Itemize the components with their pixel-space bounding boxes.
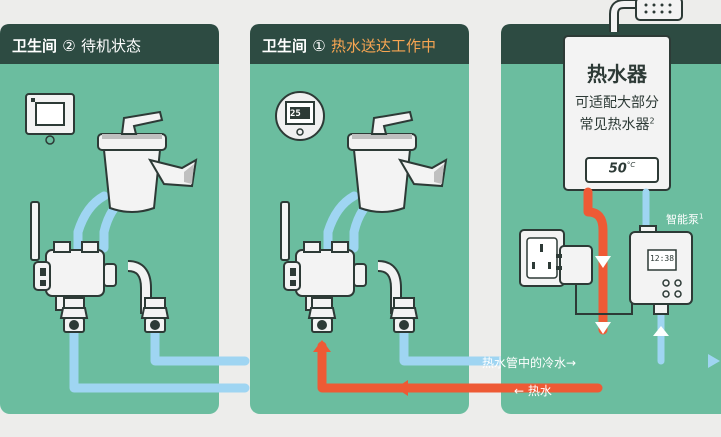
power-outlet [519,229,565,287]
heater-title: 热水器 [587,62,647,86]
heater-down-arrow-2 [595,322,611,334]
panel1-step: ② [62,37,76,55]
panel2-status: 热水送达工作中 [330,37,436,55]
water-heater-body [563,35,671,191]
heater-temp: 50°C [586,161,658,176]
panel1-antenna [30,201,40,261]
heater-line2: 常见热水器 [579,117,650,133]
heater-down-arrow-1 [595,256,611,268]
panel2-right-fitting [390,297,418,333]
cold-arrow-right [708,354,720,368]
hot-water-label: ← 热水 [514,384,552,398]
shower-head [609,0,683,32]
heater-temp-unit: °C [626,161,636,169]
panel1-left-fitting [60,297,88,333]
pump-up-arrow [653,326,669,336]
pump-display: 12:38 [649,254,675,263]
pump-label: 智能泵 [666,213,699,226]
cold-water-label: 热水管中的冷水→ [482,356,577,370]
heater-temp-value: 50 [608,161,627,177]
panel2-antenna [280,201,290,261]
pump-footnote: 1 [699,212,704,221]
panel1-right-fitting [141,297,169,333]
panel2-step: ① [312,37,326,55]
panel2-left-fitting [308,297,336,333]
power-cable [575,284,633,315]
panel1-status: 待机状态 [80,37,141,55]
panel2-hot-arrow-up [313,340,331,352]
panel1-thermostat [25,93,75,145]
heater-line2-wrap: 常见热水器2 [564,114,670,134]
panel2-thermostat-readout: 25 [290,109,301,119]
heater-line1: 可适配大部分 [575,95,659,111]
heater-footnote: 2 [649,116,655,126]
panel2-header: 卫生间 ① 热水送达工作中 [262,35,436,56]
heater-hot-pipe [583,187,608,335]
pump-label-wrap: 智能泵1 [666,211,703,227]
hot-arrow-left [396,380,408,396]
panel1-header: 卫生间 ② 待机状态 [12,35,141,56]
smart-pump [629,225,693,315]
panel2-room: 卫生间 [262,37,308,55]
power-adapter [556,245,593,285]
panel1-room: 卫生间 [12,37,58,55]
panel2-thermostat [275,91,325,141]
